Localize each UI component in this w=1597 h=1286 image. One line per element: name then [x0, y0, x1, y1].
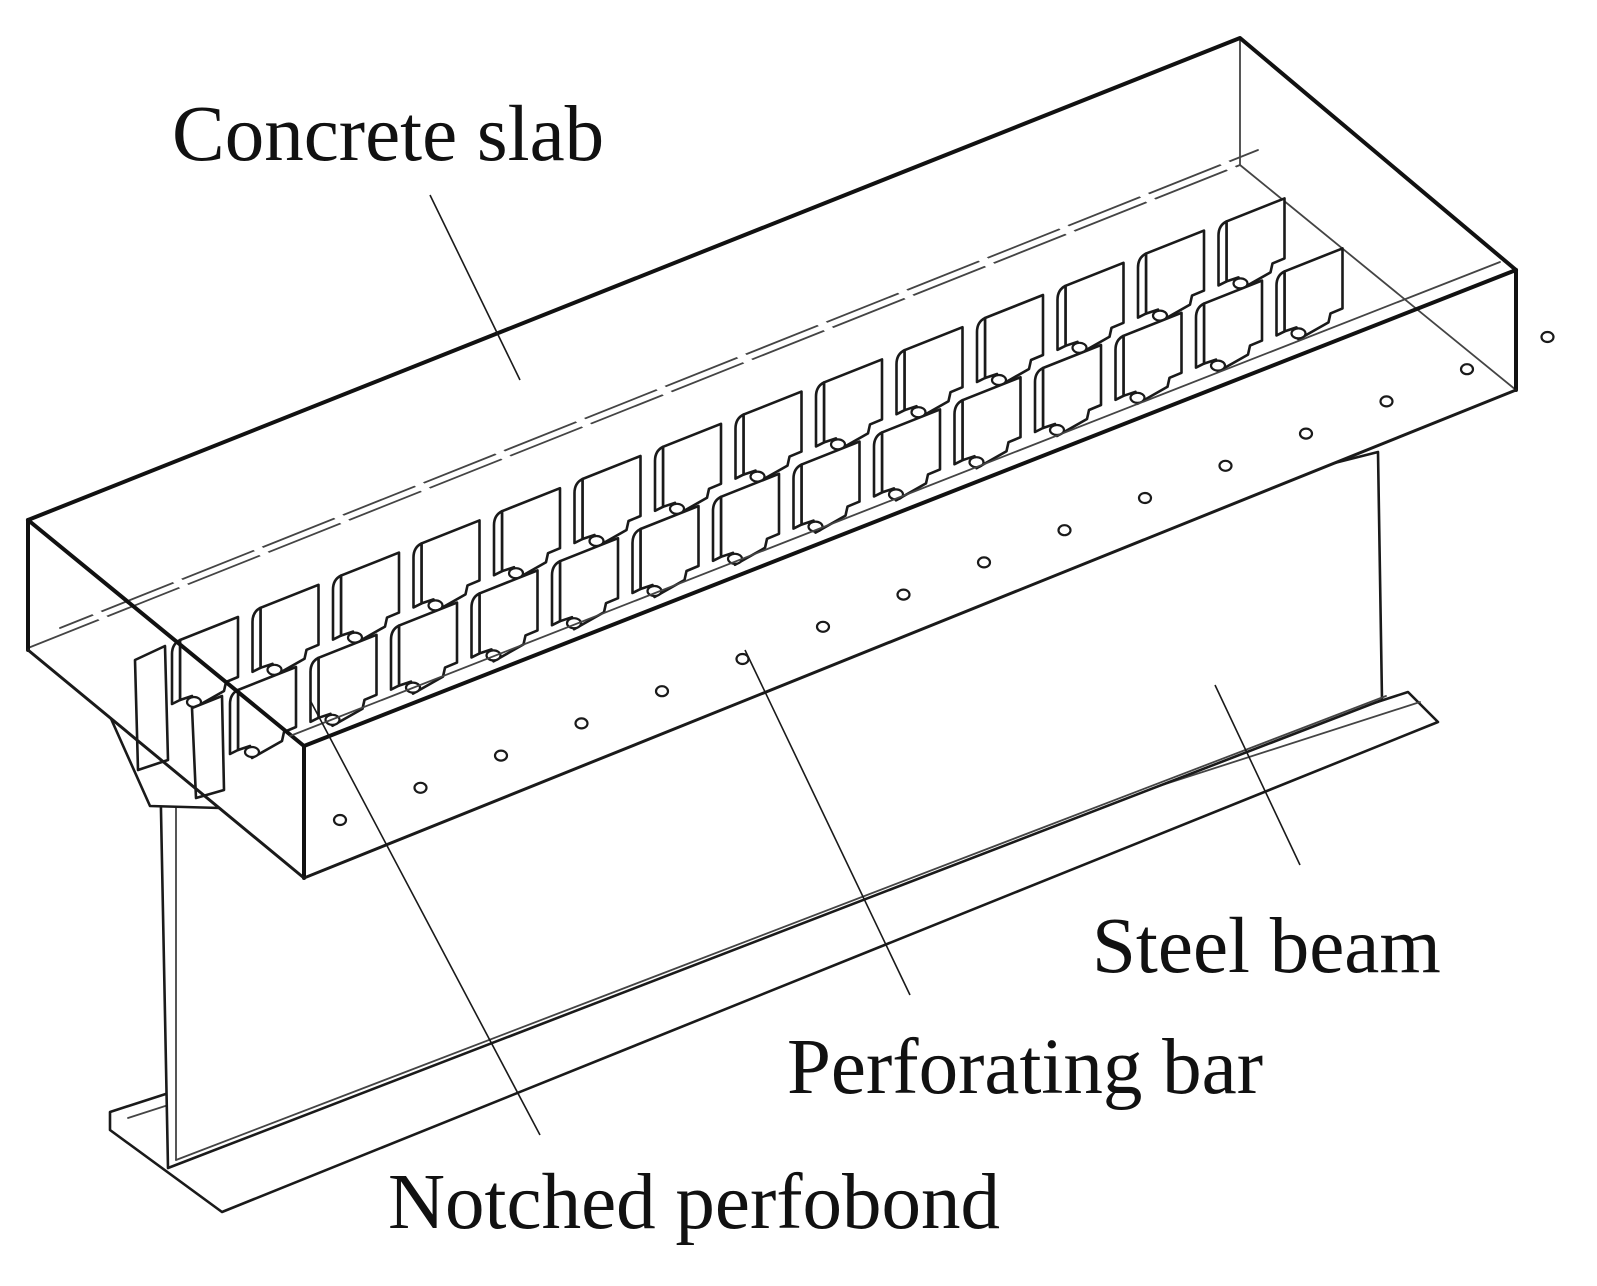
- perfobond-plate: [550, 536, 620, 631]
- perforating-bar: [1273, 103, 1555, 344]
- perfobond-plate: [1114, 311, 1183, 406]
- perforating-bar: [1354, 70, 1597, 284]
- slab-bottom-front-edge: [302, 388, 1518, 880]
- perfobond-plate: [412, 519, 481, 613]
- slab-outline: [26, 36, 1518, 880]
- leader-steel-beam: [1214, 684, 1301, 866]
- perfobond-plate: [331, 551, 401, 645]
- perfobond-plate: [573, 454, 642, 549]
- perfobond-plate: [251, 583, 320, 678]
- perfobond-plate: [170, 615, 240, 710]
- slab-hidden-side-edge: [1239, 164, 1517, 391]
- label-steel-beam: Steel beam: [1092, 903, 1441, 990]
- perfobond-plate: [734, 390, 803, 484]
- slab-bottom-left-edge: [26, 648, 306, 880]
- perfobond-plate: [1136, 229, 1206, 323]
- notched-perfobond-plates: [133, 197, 1344, 800]
- perfobond-plate: [1194, 279, 1264, 373]
- perfobond-plate: [814, 358, 884, 452]
- slab-top-back-edge: [26, 36, 1518, 522]
- slab-hidden-bottom-edge: [27, 164, 1241, 649]
- end-plate: [133, 644, 226, 800]
- leader-perforating-bar: [744, 649, 911, 996]
- steel-beam: [106, 450, 1440, 1214]
- perfobond-plate: [953, 375, 1022, 470]
- perfobond-plate: [975, 293, 1045, 388]
- perfobond-plate: [653, 422, 723, 517]
- leader-notched-perfobond: [309, 699, 541, 1136]
- leader-lines: [309, 194, 1301, 1136]
- label-concrete-slab: Concrete slab: [172, 91, 604, 178]
- perfobond-plate: [1275, 247, 1344, 341]
- perfobond-plate: [1033, 343, 1103, 438]
- perfobond-plate: [711, 472, 781, 567]
- perfobond-plate: [895, 325, 964, 420]
- web-bottom-line: [175, 695, 1387, 1161]
- perfobond-plate: [872, 408, 942, 502]
- label-notched-perfobond: Notched perfobond: [388, 1159, 1000, 1246]
- perfobond-plate: [792, 440, 861, 534]
- perfobond-plate: [1056, 261, 1125, 356]
- perfobond-plate: [631, 504, 700, 599]
- leader-concrete-slab: [429, 194, 521, 381]
- perfobond-plate: [228, 665, 298, 760]
- slab-front-inner-line: [289, 261, 1501, 737]
- label-perforating-bar: Perforating bar: [787, 1024, 1263, 1111]
